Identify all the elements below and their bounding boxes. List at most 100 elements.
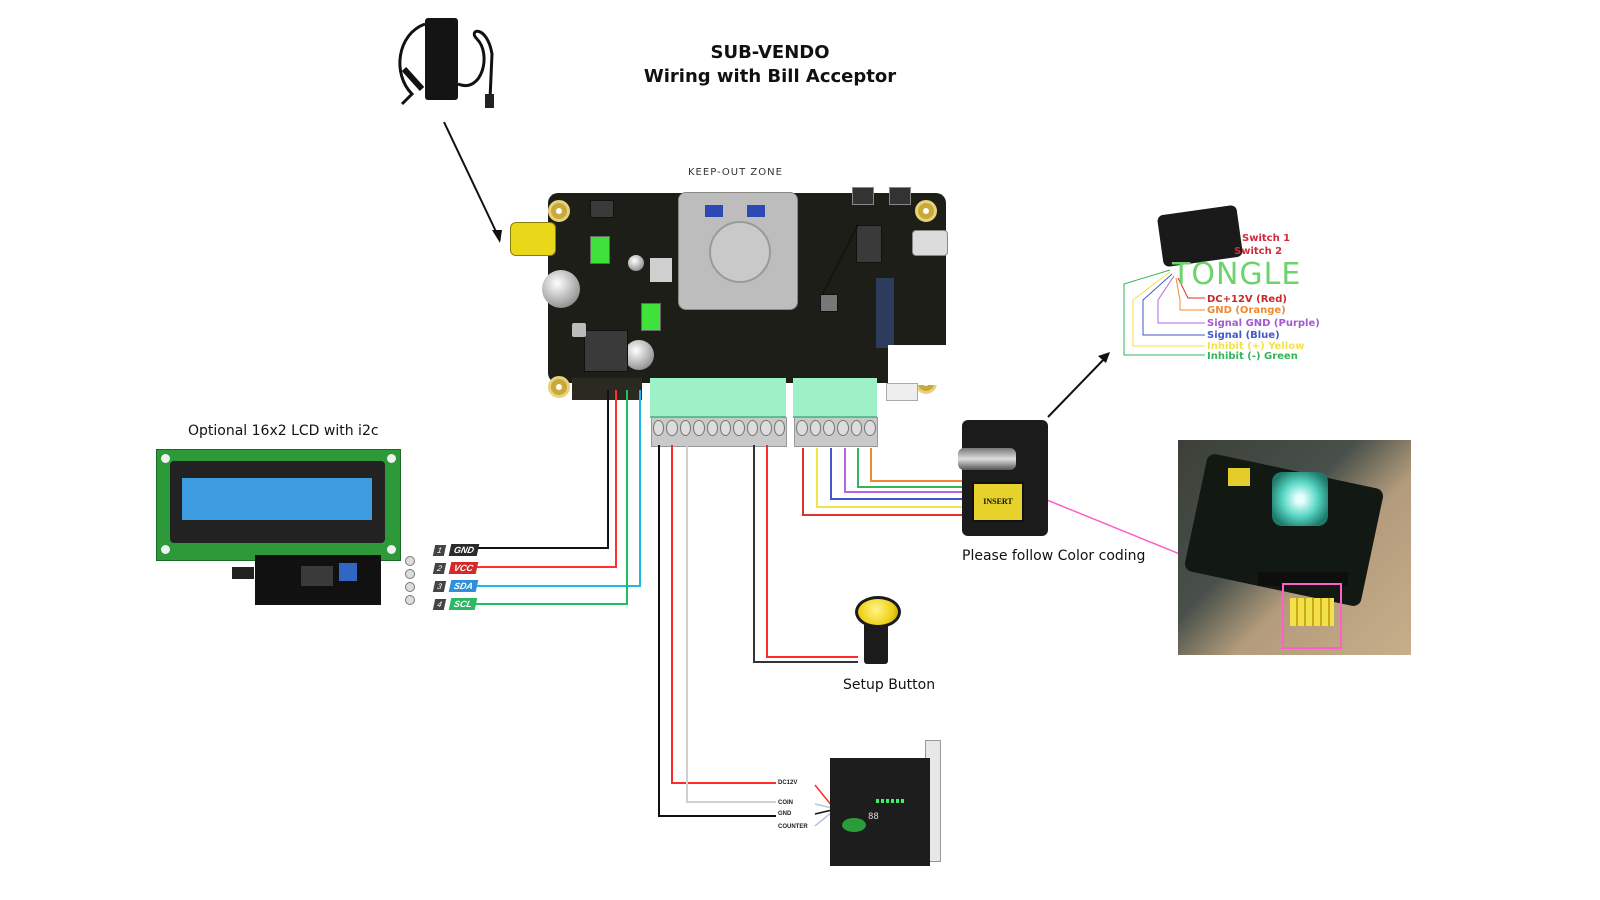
tongle-wire-green	[1123, 269, 1205, 356]
bill-wire-red	[802, 448, 962, 516]
pin-number-2: 2	[432, 563, 447, 574]
pin-label-vcc: VCC	[448, 562, 479, 574]
inductor	[584, 330, 628, 372]
i2c-chip	[300, 565, 334, 587]
terminal-screws-left	[651, 417, 787, 447]
mounting-hole	[548, 200, 570, 222]
cooling-fan	[678, 192, 798, 310]
coin-lead	[814, 803, 833, 809]
fan-blade	[705, 205, 723, 217]
coin-pin-counter: COUNTER	[778, 824, 808, 830]
tongle-wire-orange	[1175, 277, 1205, 311]
green-component	[590, 236, 610, 264]
pin-label-gnd: GND	[448, 544, 480, 556]
terminal-screw[interactable]	[653, 420, 665, 436]
lcd-mount-hole	[387, 454, 396, 463]
terminal-screw[interactable]	[823, 420, 836, 436]
terminal-screw[interactable]	[706, 420, 719, 436]
pcb-switch-1	[852, 187, 874, 205]
diagram-title-line2: Wiring with Bill Acceptor	[643, 66, 897, 87]
terminal-screw[interactable]	[733, 420, 745, 436]
pin-number-1: 1	[432, 545, 447, 556]
coin-lead	[814, 784, 833, 807]
wire-label-green: Inhibit (-) Green	[1207, 351, 1298, 362]
coin-acceptor-body	[830, 758, 930, 866]
color-coding-caption: Please follow Color coding	[962, 548, 1146, 564]
fan-blade	[747, 205, 765, 217]
wire-label-orange: GND (Orange)	[1207, 305, 1286, 316]
ic-chip	[590, 200, 614, 218]
bill-wire-blue	[830, 448, 962, 500]
mounting-hole	[548, 376, 570, 398]
capacitor	[624, 340, 654, 370]
terminal-screw[interactable]	[796, 420, 808, 436]
terminal-screw[interactable]	[720, 420, 732, 436]
lcd-wire-sda	[474, 390, 641, 587]
pin-dot	[405, 595, 415, 605]
diagram-title-line1: SUB-VENDO	[710, 42, 830, 63]
fan-hub	[709, 221, 771, 283]
keepout-zone-label: KEEP-OUT ZONE	[688, 167, 783, 178]
coin-pin-dc12v: DC12V	[778, 780, 798, 786]
tongle-wire-blue	[1142, 273, 1205, 336]
pin-dot	[405, 569, 415, 579]
pcb-pointer-arrow	[821, 224, 859, 296]
power-adapter-cable-icon	[398, 22, 494, 108]
tongle-wire-red	[1177, 277, 1205, 299]
bill-acceptor-plate: INSERT	[972, 482, 1024, 522]
terminal-screw[interactable]	[809, 420, 822, 436]
coin-wire-gnd	[658, 445, 776, 817]
terminal-screw[interactable]	[850, 420, 863, 436]
tongle-wire-purple	[1157, 275, 1205, 324]
terminal-screw[interactable]	[837, 420, 849, 436]
usb-c-port	[912, 230, 948, 256]
bill-acceptor-arrow-head	[1098, 352, 1110, 363]
lcd-mount-hole	[161, 545, 170, 554]
dc-power-jack	[510, 222, 556, 256]
lcd-wire-vcc	[474, 390, 617, 568]
lcd-caption: Optional 16x2 LCD with i2c	[188, 423, 379, 439]
terminal-screw[interactable]	[666, 420, 678, 436]
tactile-switch	[572, 323, 586, 337]
lcd-mount-hole	[161, 454, 170, 463]
terminal-screw[interactable]	[746, 420, 759, 436]
header-pins	[572, 378, 642, 400]
pin-number-3: 3	[432, 581, 447, 592]
lcd-screen	[182, 478, 372, 520]
coin-acceptor-logo	[842, 818, 866, 832]
terminal-screw[interactable]	[773, 420, 786, 436]
capacitor	[542, 270, 580, 308]
coin-lead	[814, 811, 833, 827]
switch-2-label: Switch 2	[1234, 246, 1283, 257]
coin-display: 88	[868, 812, 879, 822]
wire-label-purple: Signal GND (Purple)	[1207, 318, 1320, 329]
shield-component	[650, 258, 672, 282]
contrast-potentiometer[interactable]	[339, 563, 357, 581]
terminal-screw[interactable]	[760, 420, 772, 436]
setup-button-cap[interactable]	[855, 596, 901, 628]
pin-number-4: 4	[432, 599, 447, 610]
lcd-wire-scl	[474, 390, 628, 605]
switch-1-label: Switch 1	[1242, 233, 1291, 244]
terminal-screw[interactable]	[693, 420, 705, 436]
power-arrow	[443, 121, 501, 241]
power-arrow-head	[492, 230, 502, 243]
microcontroller-chip	[820, 294, 838, 312]
capacitor	[628, 255, 644, 271]
jumper-connector	[886, 383, 918, 401]
photo-highlight-box	[1282, 583, 1342, 649]
bill-wire-yellow	[816, 448, 962, 508]
pcb-notch	[888, 345, 978, 385]
button-wire-black	[753, 445, 858, 663]
button-wire-red	[766, 445, 858, 658]
pin-dot	[405, 556, 415, 566]
bill-wire-orange	[870, 448, 962, 482]
photo-terminal-block	[1258, 572, 1348, 586]
terminal-screw[interactable]	[679, 420, 692, 436]
bill-wire-green	[857, 448, 962, 488]
bill-acceptor-slot	[958, 448, 1016, 470]
green-component	[641, 303, 661, 331]
terminal-screw[interactable]	[864, 420, 877, 436]
coin-pin-gnd: GND	[778, 811, 792, 817]
photo-wire-ferrules	[1290, 598, 1334, 626]
